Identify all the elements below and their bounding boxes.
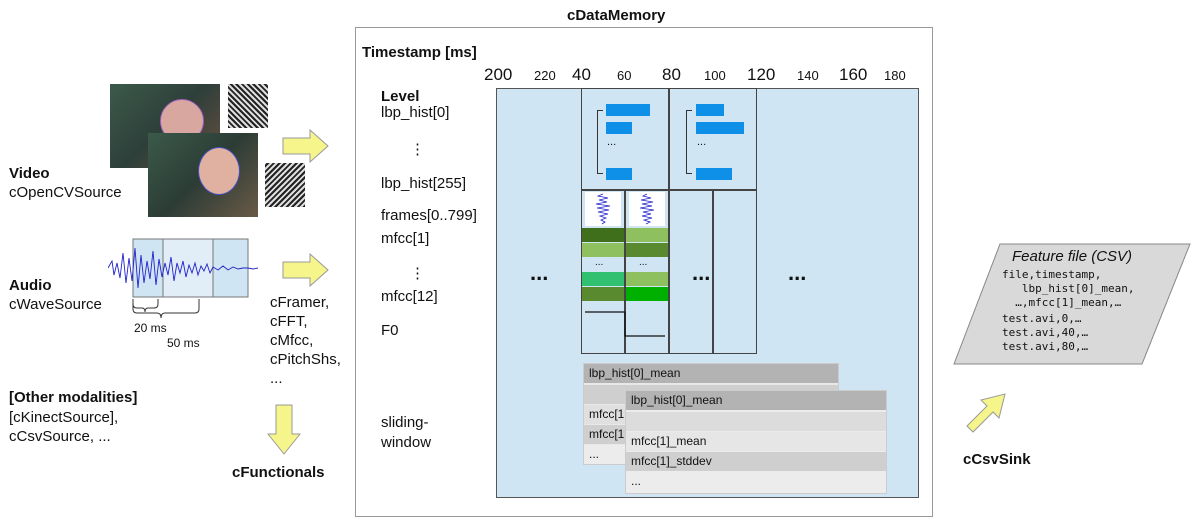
functionals-label: cFunctionals [232, 464, 325, 481]
audio-frame-col-4 [713, 190, 757, 354]
processor-fft: cFFT, [270, 313, 308, 330]
audio-title: Audio [9, 277, 52, 294]
level-lbp-hist-255: lbp_hist[255] [381, 175, 467, 192]
level-mfcc-12: mfcc[12] [381, 288, 438, 305]
frame-waveform-icon [585, 192, 621, 226]
lbp-texture-image [265, 163, 305, 207]
level-vdots-2: ⋮ [410, 265, 425, 282]
window-row: mfcc[1]_stddev [626, 452, 886, 471]
lbp-bar [606, 168, 632, 180]
lbp-bar [606, 104, 650, 116]
other-modalities-title: [Other modalities] [9, 389, 138, 406]
tick-80: 80 [662, 65, 681, 84]
csv-line: test.avi,0,… [1002, 312, 1082, 325]
audio-waveform-icon [108, 238, 259, 319]
processor-pitch: cPitchShs, [270, 351, 341, 368]
mfcc-cell [582, 272, 624, 286]
arrow-right-icon [282, 129, 329, 163]
grid-ellipsis-mid: ... [692, 260, 711, 285]
grid-ellipsis-right: ... [788, 260, 807, 285]
window-row: mfcc[1]_mean [626, 432, 886, 451]
level-sliding-window: sliding- window [381, 414, 432, 451]
tick-40: 40 [572, 65, 591, 84]
lbp-ellipsis: ... [607, 136, 617, 148]
audio-frame-col-3 [669, 190, 713, 354]
tick-200: 200 [484, 65, 513, 84]
memory-frame [355, 27, 933, 517]
level-frames: frames[0..799] [381, 207, 477, 224]
audio-50ms-label: 50 ms [167, 336, 200, 350]
lbp-bar [696, 168, 732, 180]
memory-title: cDataMemory [567, 7, 666, 24]
face-circle-icon [198, 147, 240, 195]
level-vdots-1: ⋮ [410, 141, 425, 158]
sliding-window-card-2: lbp_hist[0]_mean mfcc[1]_mean mfcc[1]_st… [625, 390, 887, 494]
audio-frame-col-1 [581, 190, 625, 354]
csv-line: …,mfcc[1]_mean,… [1002, 296, 1122, 309]
level-lbp-hist-0: lbp_hist[0] [381, 104, 450, 121]
f0-contour [585, 311, 665, 337]
lbp-ellipsis: ... [697, 136, 707, 148]
tick-120: 120 [747, 65, 776, 84]
lbp-frame-box-2 [669, 88, 757, 190]
tick-180: 180 [884, 68, 906, 83]
video-component: cOpenCVSource [9, 184, 122, 201]
mfcc-ellipsis: ... [595, 257, 604, 268]
processor-mfcc: cMfcc, [270, 332, 314, 349]
window-row: lbp_hist[0]_mean [584, 364, 838, 383]
arrow-diagonal-icon [966, 393, 1006, 433]
other-modalities-line1: [cKinectSource], [9, 409, 119, 426]
mfcc-ellipsis: ... [639, 257, 648, 268]
tick-60: 60 [617, 68, 632, 83]
csv-line: test.avi,40,… [1002, 326, 1089, 339]
arrow-right-icon [282, 253, 329, 287]
csv-line: file,timestamp, [1002, 268, 1102, 281]
video-frame-image [148, 133, 258, 217]
mfcc-cell [626, 228, 668, 242]
lbp-bar [696, 122, 744, 134]
csv-sink-label: cCsvSink [963, 451, 1031, 468]
level-label: Level [381, 88, 420, 105]
lbp-frame-box-1 [581, 88, 669, 190]
audio-component: cWaveSource [9, 296, 102, 313]
feature-file-title: Feature file (CSV) [1012, 248, 1133, 265]
mfcc-cell [582, 287, 624, 301]
bracket-2 [686, 110, 692, 174]
processor-more: ... [270, 370, 283, 387]
mfcc-cell [626, 243, 668, 257]
window-row: ... [626, 472, 886, 491]
audio-frame-col-2 [625, 190, 669, 354]
audio-20ms-label: 20 ms [134, 321, 167, 335]
window-row: lbp_hist[0]_mean [626, 391, 886, 410]
csv-line: test.avi,80,… [1002, 340, 1089, 353]
mfcc-cell [582, 243, 624, 257]
frame-waveform-icon [629, 192, 665, 226]
lbp-bar [696, 104, 724, 116]
level-mfcc-1: mfcc[1] [381, 230, 430, 247]
csv-line: lbp_hist[0]_mean, [1002, 282, 1135, 295]
feature-file-shape [953, 243, 1191, 365]
lbp-texture-image [228, 84, 268, 128]
timestamp-label: Timestamp [ms] [362, 44, 477, 61]
tick-100: 100 [704, 68, 726, 83]
level-f0: F0 [381, 322, 399, 339]
tick-160: 160 [839, 65, 868, 84]
mfcc-cell [626, 287, 668, 301]
mfcc-cell [582, 228, 624, 242]
processor-framer: cFramer, [270, 294, 330, 311]
tick-140: 140 [797, 68, 819, 83]
grid-ellipsis-left: ... [530, 260, 549, 285]
other-modalities-line2: cCsvSource, ... [9, 428, 111, 445]
video-title: Video [9, 165, 50, 182]
bracket-1 [597, 110, 603, 174]
lbp-bar [606, 122, 632, 134]
arrow-down-icon [267, 404, 301, 455]
mfcc-cell [626, 272, 668, 286]
tick-220: 220 [534, 68, 556, 83]
window-row [626, 412, 886, 431]
